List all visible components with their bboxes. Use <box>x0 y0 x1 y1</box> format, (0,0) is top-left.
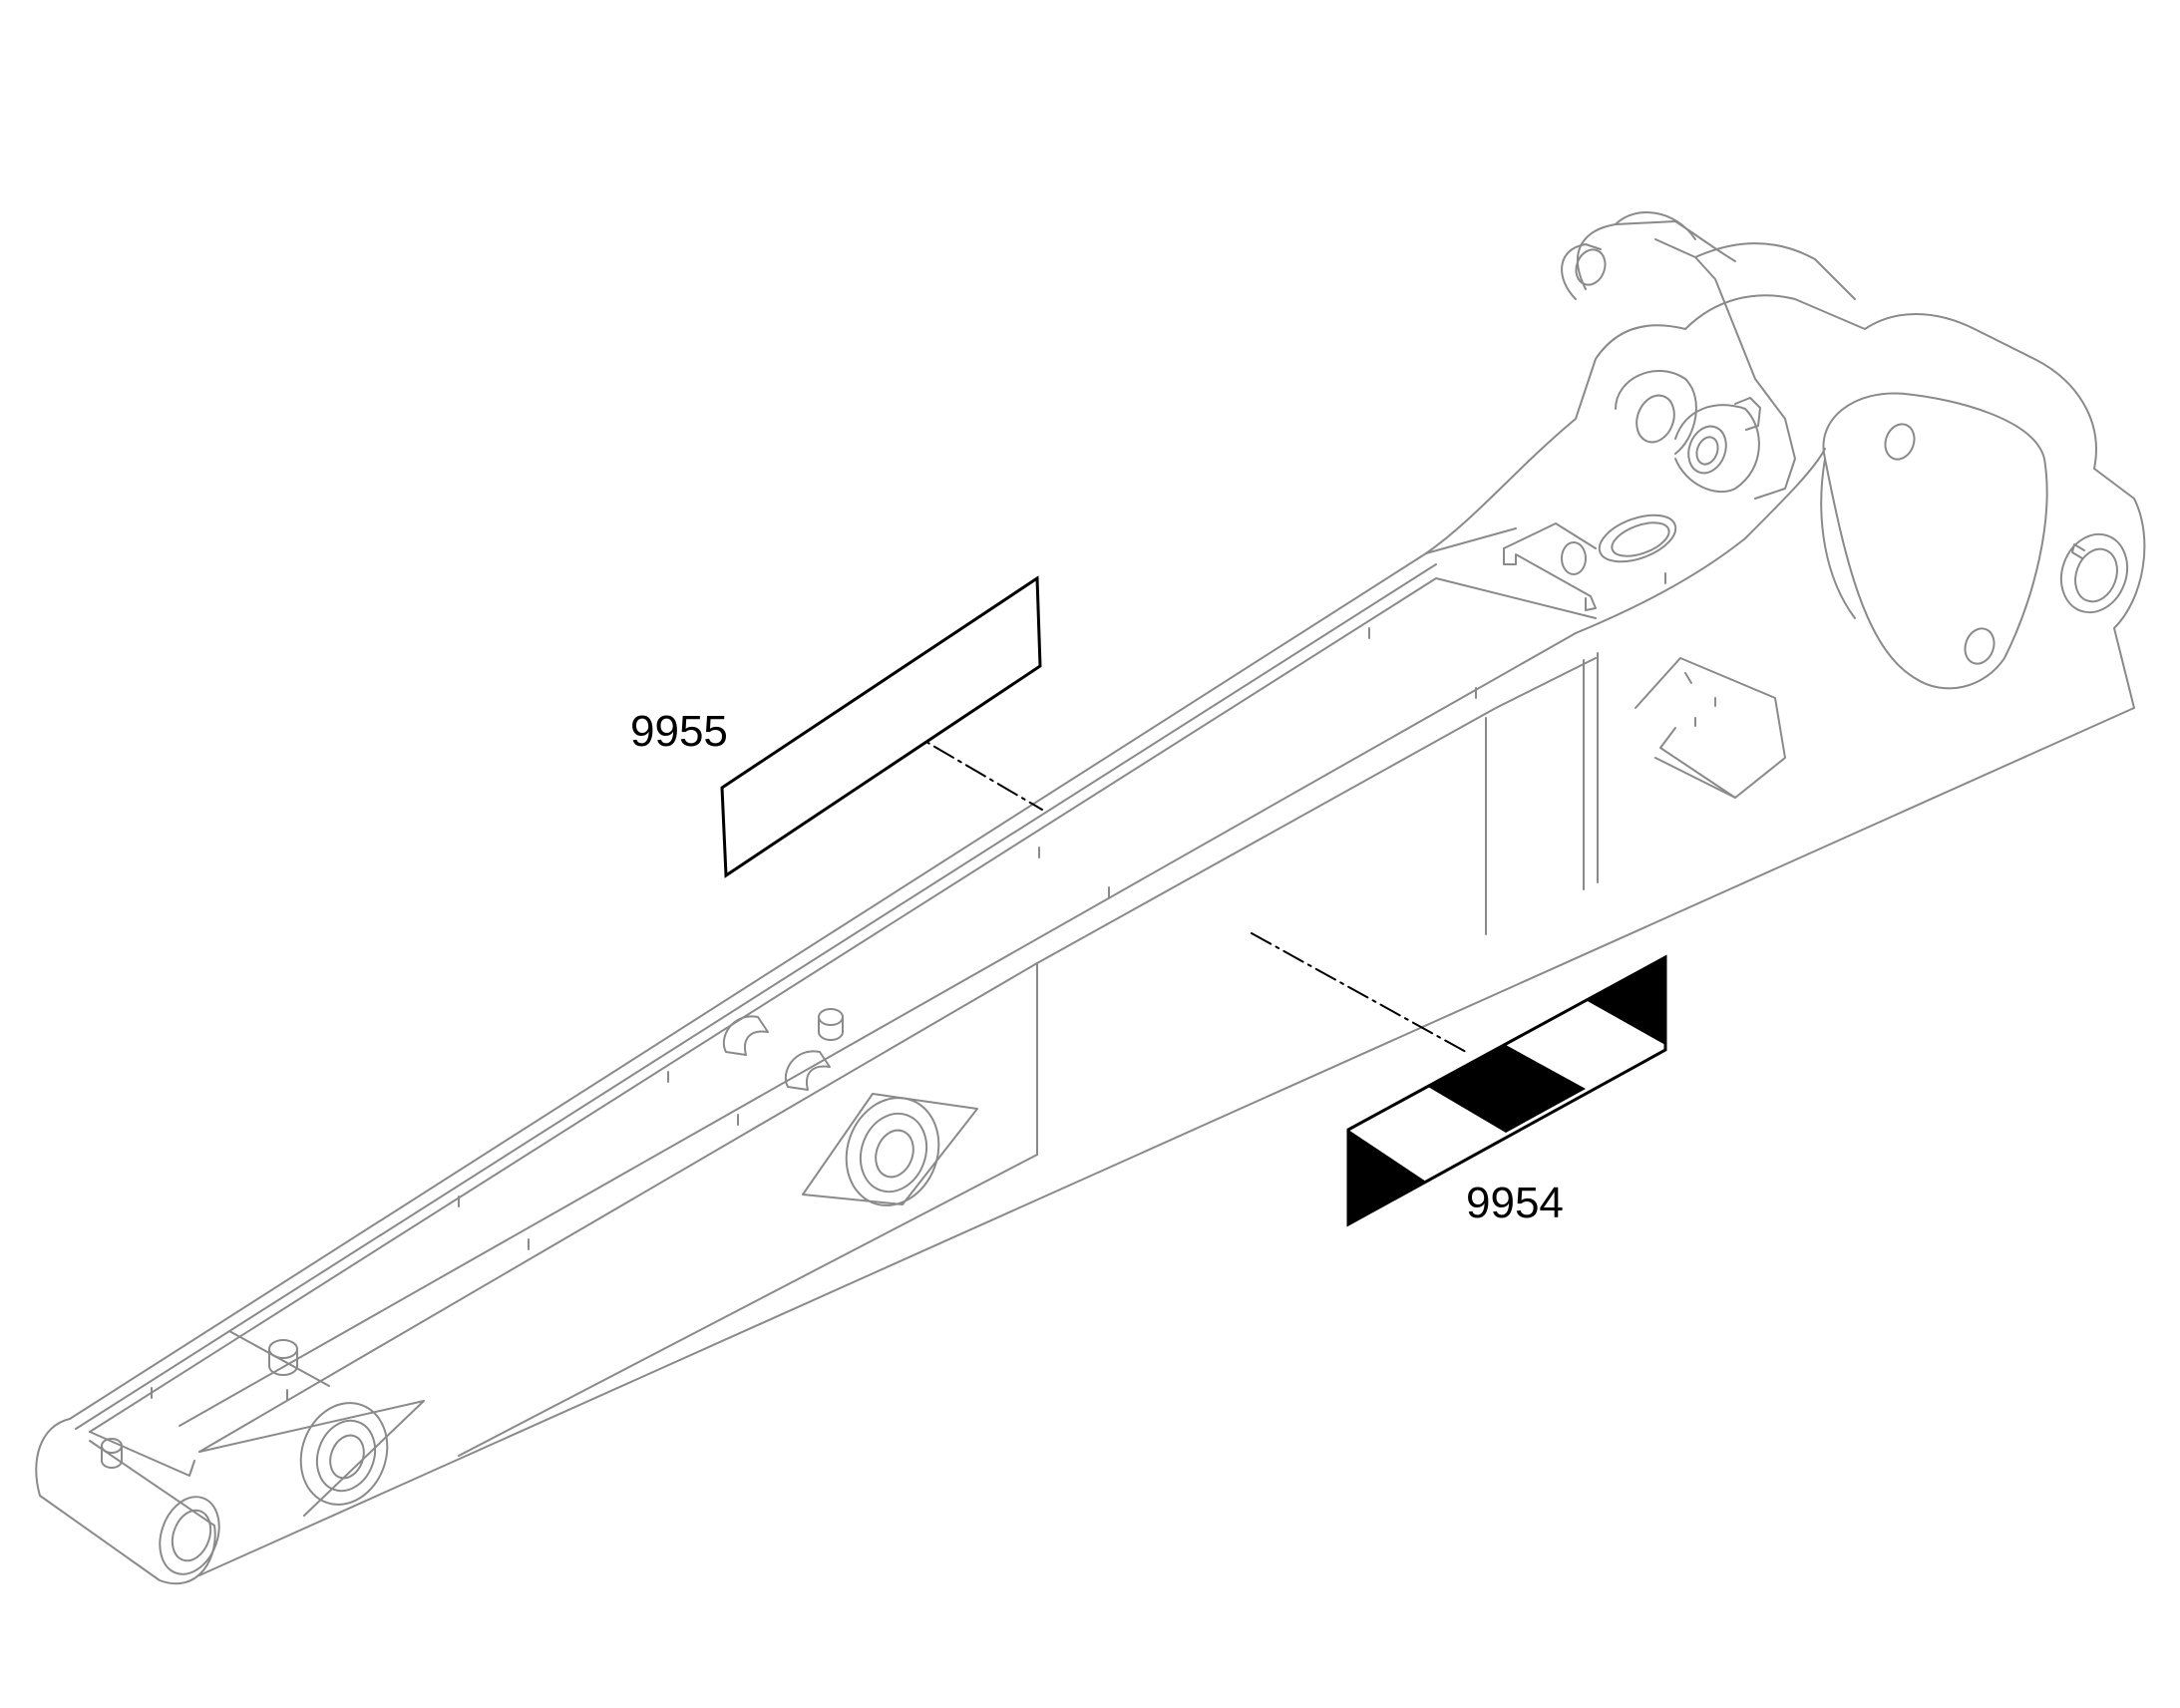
decal-plain <box>720 575 1042 878</box>
decal-striped <box>1346 954 1667 1227</box>
leader-lines <box>902 727 1467 1053</box>
mid-pivot-boss <box>722 1008 978 1206</box>
arm-pivot-head <box>1425 211 2146 799</box>
arm-body <box>69 527 2135 1576</box>
part-number-9955: 9955 <box>630 707 728 756</box>
leader-9954 <box>1251 932 1467 1053</box>
part-number-9954: 9954 <box>1466 1179 1564 1227</box>
arm-tip <box>35 1330 425 1585</box>
